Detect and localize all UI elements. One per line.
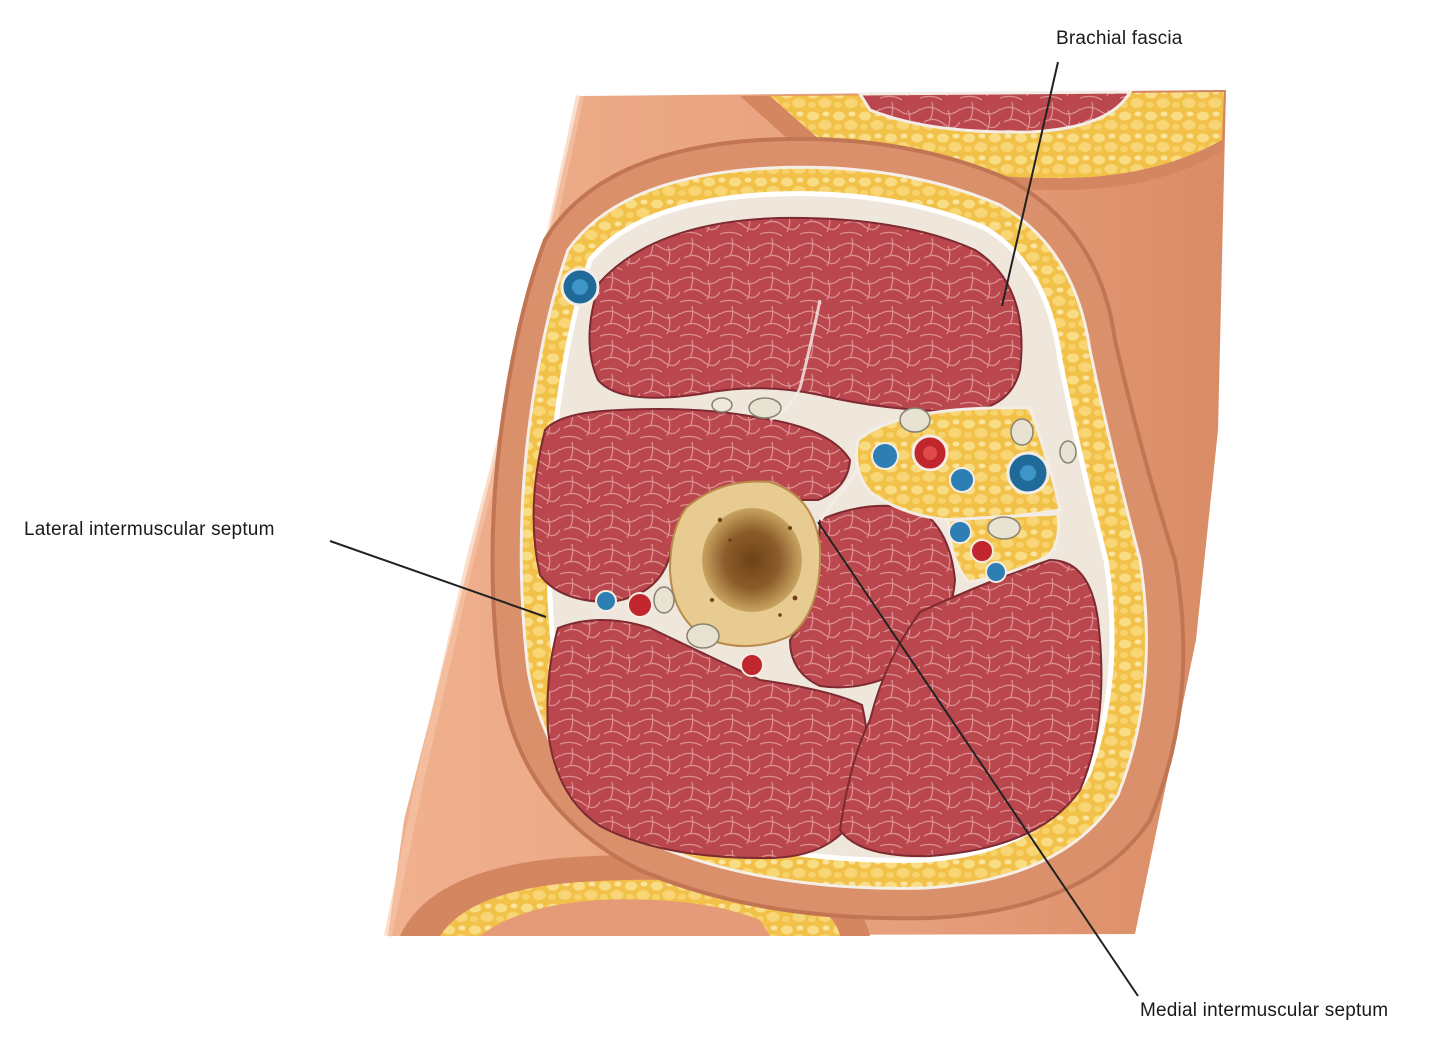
triceps-long-head <box>838 558 1103 858</box>
medial-intermuscular-septum-label: Medial intermuscular septum <box>1140 1000 1389 1021</box>
medial-septum-leader <box>817 521 1139 997</box>
lateral-septum-leader <box>329 540 547 618</box>
brachial-fascia-label: Brachial fascia <box>1056 28 1183 49</box>
main-cross-section <box>490 136 1186 921</box>
humerus-bone <box>668 480 822 648</box>
lateral-intermuscular-septum-label: Lateral intermuscular septum <box>24 519 275 540</box>
anterior-muscle-biceps <box>588 216 1023 414</box>
brachial-fascia-leader <box>1001 61 1059 307</box>
leader-lines <box>329 61 1139 997</box>
vessels-and-nerves <box>560 267 1077 677</box>
